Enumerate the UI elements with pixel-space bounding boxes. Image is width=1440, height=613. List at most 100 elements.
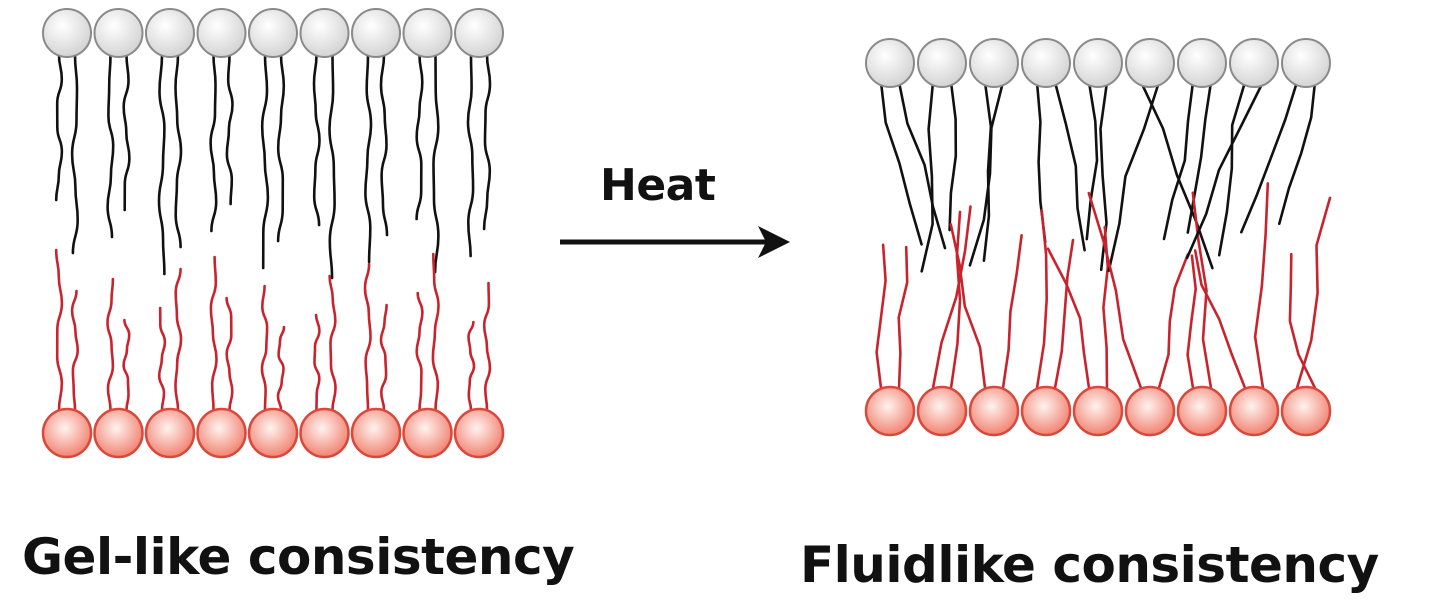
gel-caption: Gel-like consistency: [22, 528, 575, 586]
fluid-bilayer: [864, 38, 1332, 437]
upper-lipid-tail: [1085, 80, 1099, 241]
lower-head-group: [1176, 385, 1228, 437]
lower-lipid-tail: [225, 296, 234, 412]
upper-lipid-tail: [1240, 80, 1299, 234]
lower-lipid-tail: [482, 281, 492, 412]
upper-head-group: [299, 8, 350, 58]
lower-lipid-tail: [1288, 252, 1317, 390]
upper-lipid-tail: [106, 53, 115, 239]
upper-lipid-tail: [122, 53, 131, 212]
upper-lipid-tail: [1035, 80, 1047, 244]
lower-lipid-tail: [54, 248, 64, 412]
lower-lipid-tail: [276, 325, 286, 412]
lower-head-group: [299, 407, 350, 459]
lower-lipid-tail: [313, 313, 321, 412]
lower-head-group: [93, 407, 144, 459]
lower-lipid-tail: [949, 210, 962, 390]
lower-lipid-tail: [209, 255, 218, 412]
upper-head-group: [402, 8, 453, 58]
upper-head-group: [1073, 38, 1123, 88]
upper-lipid-tail: [1107, 80, 1161, 272]
upper-lipid-tail: [466, 53, 475, 258]
upper-lipid-tail: [415, 53, 424, 221]
upper-head-group: [1281, 38, 1331, 88]
upper-lipid-tail: [276, 53, 286, 243]
lower-lipid-tail: [1046, 247, 1091, 390]
lower-lipid-tail: [1053, 238, 1075, 390]
upper-head-group: [1229, 38, 1279, 88]
lower-lipid-tail: [1253, 182, 1270, 390]
upper-head-group: [42, 8, 92, 58]
lower-lipid-tail: [363, 262, 372, 412]
upper-lipid-tail: [879, 80, 923, 246]
lower-head-group: [41, 407, 93, 459]
lower-lipid-tail: [1157, 253, 1190, 390]
lower-lipid-tail: [70, 289, 80, 412]
upper-head-group: [1125, 38, 1175, 88]
upper-head-group: [1177, 38, 1227, 88]
upper-head-group: [93, 8, 144, 58]
lower-head-group: [1072, 385, 1124, 437]
upper-lipid-tail: [1053, 80, 1086, 252]
upper-lipid-tail: [54, 53, 64, 202]
lower-head-group: [350, 407, 402, 459]
upper-head-group: [248, 8, 298, 58]
lower-head-group: [144, 407, 196, 459]
upper-lipid-tail: [1186, 80, 1213, 234]
lower-lipid-tail: [379, 303, 388, 412]
lower-lipid-tail: [467, 320, 476, 412]
upper-lipid-tail: [328, 53, 336, 280]
upper-lipid-tail: [157, 53, 166, 276]
upper-lipid-tail: [225, 53, 234, 206]
upper-lipid-tail: [174, 53, 183, 249]
lower-lipid-tail: [1087, 191, 1143, 390]
upper-lipid-tail: [364, 53, 373, 264]
fluid-caption: Fluidlike consistency: [800, 536, 1379, 594]
heat-arrow: [560, 226, 790, 258]
upper-lipid-tail: [897, 80, 947, 250]
upper-head-group: [351, 8, 401, 58]
upper-lipid-tail: [379, 53, 389, 237]
upper-lipid-tail: [1278, 80, 1317, 225]
upper-lipid-tail: [1162, 80, 1195, 241]
lower-lipid-tail: [174, 267, 183, 412]
upper-head-group: [917, 38, 967, 88]
upper-lipid-tail: [70, 53, 80, 255]
upper-lipid-tail: [312, 53, 321, 227]
lower-lipid-tail: [1295, 196, 1332, 390]
lower-lipid-tail: [1191, 191, 1213, 390]
upper-head-group: [196, 8, 247, 58]
heat-label: Heat: [600, 160, 716, 211]
lower-lipid-tail: [328, 274, 337, 412]
upper-lipid-tail: [982, 80, 993, 262]
upper-lipid-tail: [209, 53, 218, 233]
upper-head-group: [454, 8, 504, 58]
lower-lipid-tail: [431, 252, 440, 412]
lower-head-group: [864, 385, 916, 437]
lower-head-group: [1280, 385, 1332, 437]
arrow-head: [758, 226, 790, 258]
lower-head-group: [1124, 385, 1176, 437]
upper-head-group: [145, 8, 195, 58]
lower-lipid-tail: [875, 243, 887, 390]
lower-lipid-tail: [260, 284, 269, 412]
lower-head-group: [1228, 385, 1280, 437]
lower-head-group: [196, 407, 247, 459]
lower-lipid-tail: [949, 223, 987, 390]
upper-lipid-tail: [1139, 80, 1214, 270]
upper-lipid-tail: [968, 80, 1005, 267]
lower-head-group: [968, 385, 1020, 437]
upper-lipid-tail: [1217, 80, 1247, 257]
upper-lipid-tail: [260, 53, 270, 270]
upper-lipid-tail: [432, 53, 440, 274]
gel-bilayer: [41, 8, 505, 459]
lower-lipid-tail: [157, 306, 167, 412]
lower-head-group: [402, 407, 453, 459]
upper-head-group: [969, 38, 1019, 88]
upper-head-group: [865, 38, 915, 88]
lower-head-group: [916, 385, 968, 437]
lower-head-group: [247, 407, 299, 459]
upper-lipid-tail: [948, 80, 958, 232]
lower-lipid-tail: [106, 277, 115, 412]
